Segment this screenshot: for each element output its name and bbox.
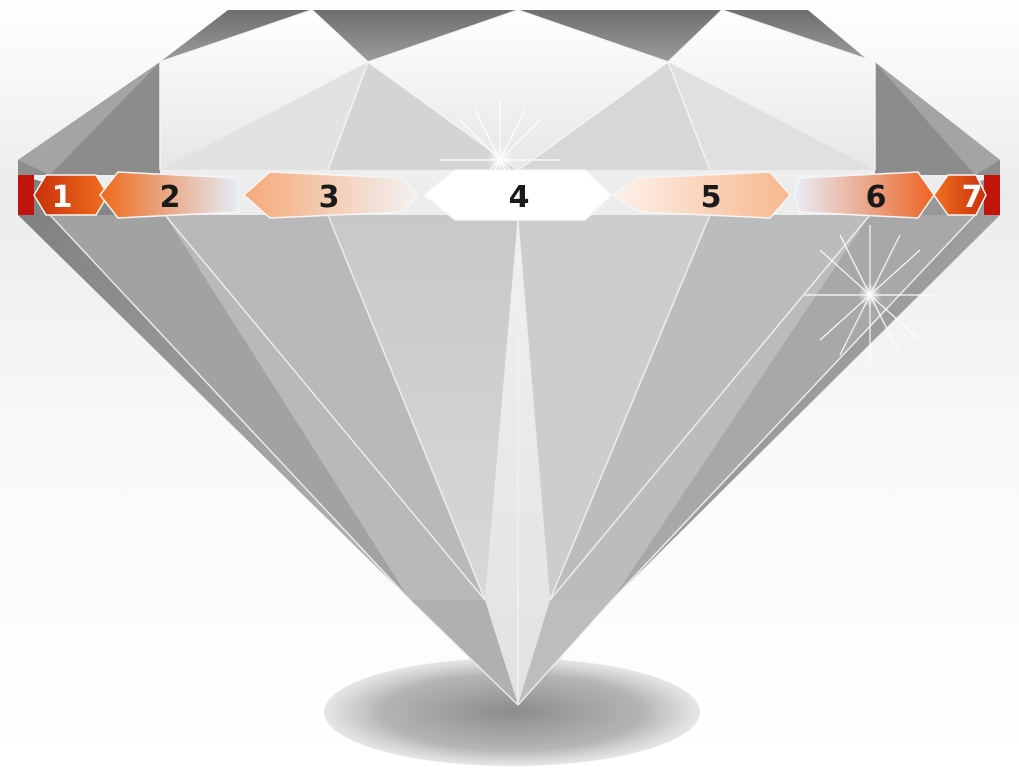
segment-label-3: 3 [319,180,340,215]
segment-label-1: 1 [52,180,73,215]
segment-label-5: 5 [701,180,722,215]
segment-label-2: 2 [160,180,181,215]
girdle-segment-6 [794,172,934,218]
segment-label-7: 7 [962,180,983,215]
girdle-end-cap-left [18,175,34,215]
girdle-band: 1 2 3 4 5 6 7 [18,170,1000,220]
segment-label-4: 4 [509,180,530,215]
segment-label-6: 6 [866,180,887,215]
